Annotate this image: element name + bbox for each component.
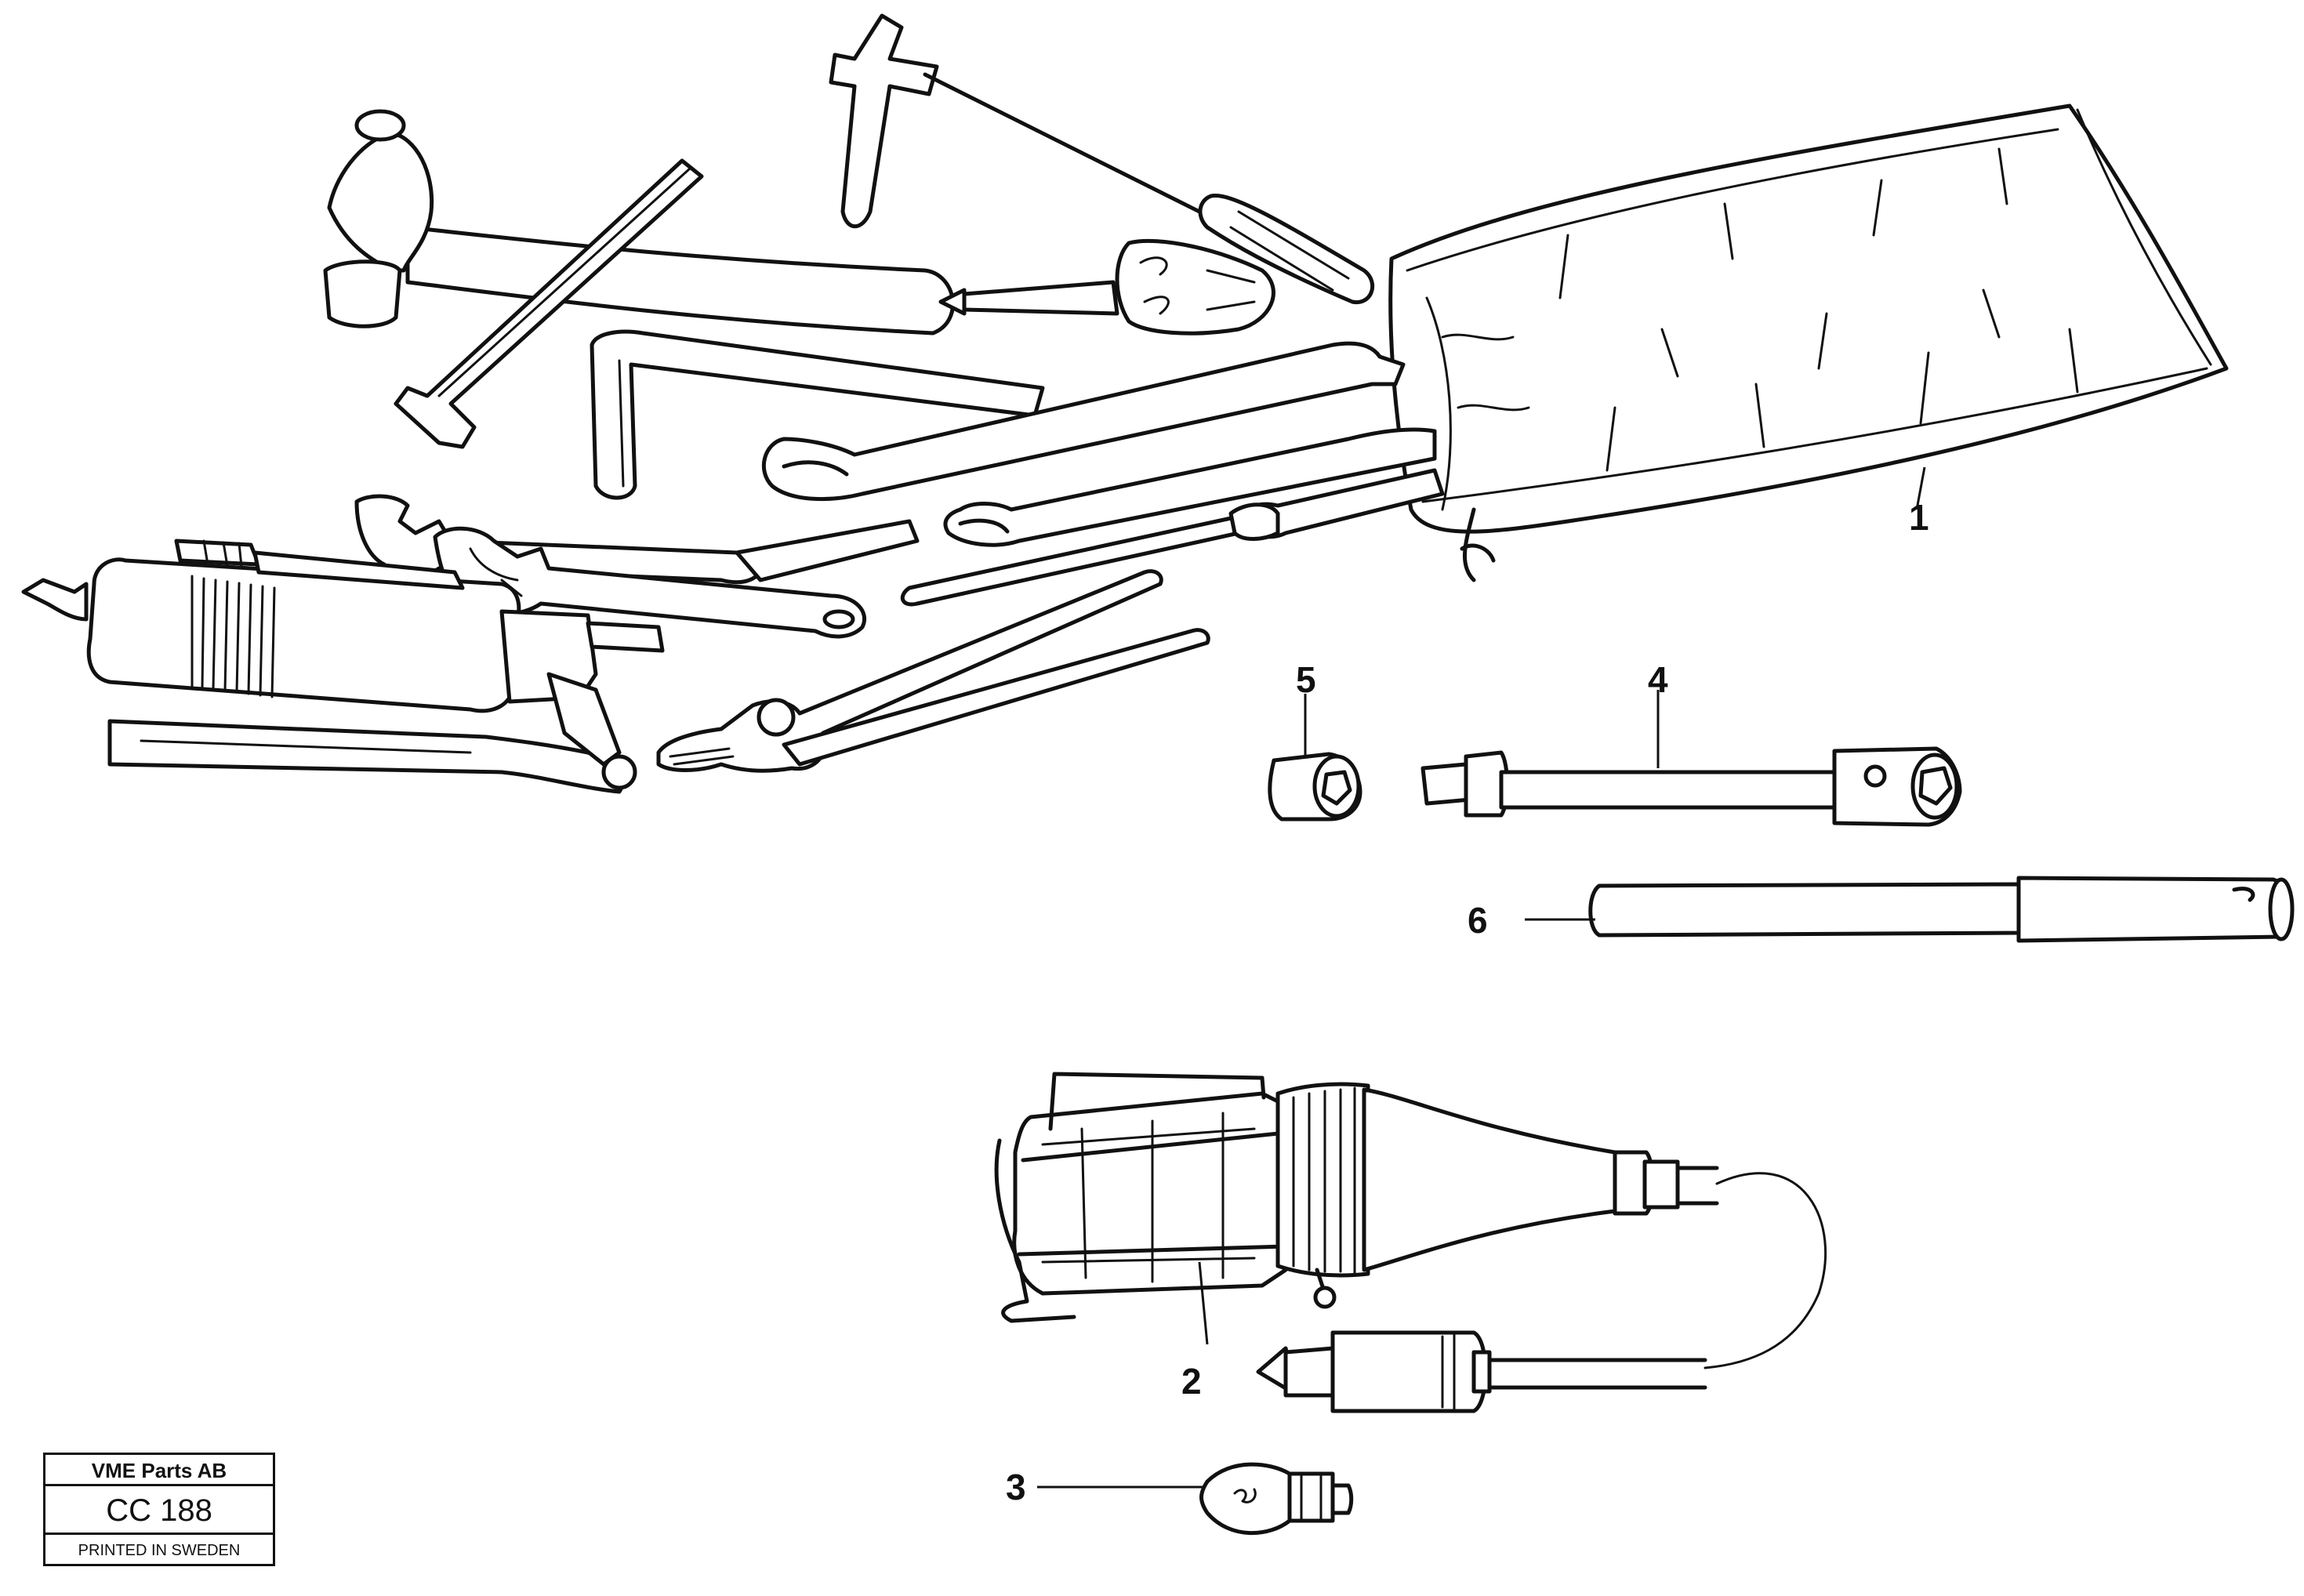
callout-5: 5 bbox=[1296, 659, 1316, 700]
title-block: VME Parts AB CC 188 PRINTED IN SWEDEN bbox=[43, 1453, 275, 1566]
grease-gun bbox=[21, 539, 665, 794]
drawing-code: CC 188 bbox=[45, 1486, 273, 1535]
callout-6: 6 bbox=[1468, 900, 1488, 941]
callout-2: 2 bbox=[1181, 1361, 1202, 1402]
screwdriver-set bbox=[829, 13, 1375, 336]
callout-4: 4 bbox=[1648, 659, 1668, 700]
socket bbox=[1268, 752, 1362, 822]
bulb bbox=[1199, 1462, 1354, 1536]
company-name: VME Parts AB bbox=[45, 1455, 273, 1486]
callout-3: 3 bbox=[1006, 1467, 1026, 1507]
hammer bbox=[323, 109, 955, 336]
tool-bag bbox=[1388, 103, 2229, 582]
tommy-bar bbox=[1588, 876, 2295, 943]
lamp-plug bbox=[1256, 1330, 1707, 1413]
flat-screwdriver bbox=[900, 502, 1280, 607]
printed-note: PRINTED IN SWEDEN bbox=[78, 1542, 241, 1559]
extension-bar bbox=[1420, 746, 1962, 827]
leader-2 bbox=[1198, 1261, 1209, 1345]
pliers bbox=[656, 569, 1210, 773]
callout-1: 1 bbox=[1909, 497, 1929, 538]
leader-1 bbox=[1915, 466, 1926, 510]
inspection-lamp bbox=[994, 1072, 1827, 1369]
pry-bar bbox=[590, 329, 1045, 500]
hex-key bbox=[394, 158, 704, 449]
